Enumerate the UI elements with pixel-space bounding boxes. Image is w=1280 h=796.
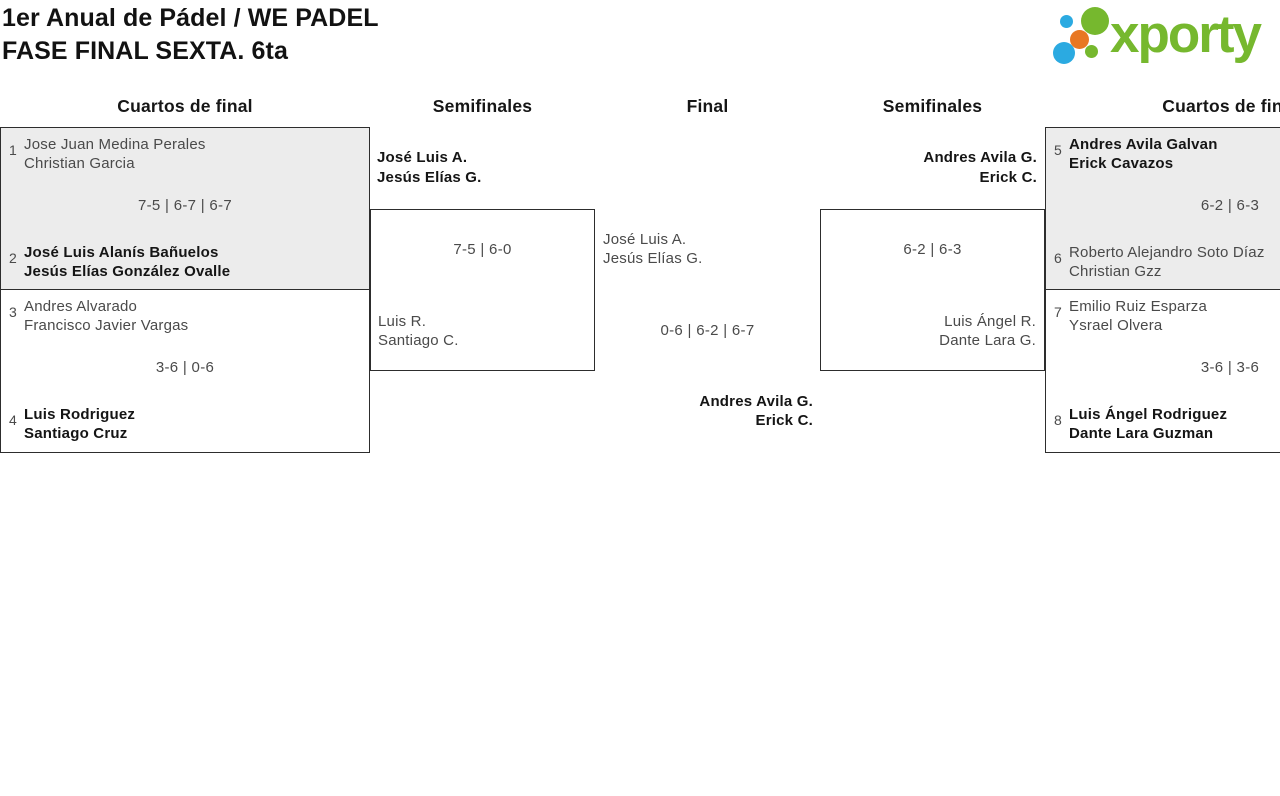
player-name: Andres Avila G. (923, 149, 1037, 166)
team-name: José Luis Alanís Bañuelos Jesús Elías Go… (24, 243, 230, 281)
player-name: Emilio Ruiz Esparza (1069, 298, 1208, 315)
seed-number: 6 (1054, 250, 1062, 266)
player-name: Jesús Elías G. (603, 250, 703, 267)
player-name: Roberto Alejandro Soto Díaz (1069, 244, 1265, 261)
match-box-qf-1[interactable]: 1 Jose Juan Medina Perales Christian Gar… (0, 127, 370, 290)
finalist-team-right: Andres Avila G. Erick C. (593, 392, 813, 430)
match-box-qf-2[interactable]: 3 Andres Alvarado Francisco Javier Varga… (0, 289, 370, 453)
seed-number: 7 (1054, 304, 1062, 320)
match-score: 6-2 | 6-3 (903, 241, 962, 258)
seed-number: 2 (9, 250, 17, 266)
player-name: Erick C. (755, 412, 813, 429)
player-name: Santiago C. (378, 332, 459, 349)
player-name: Dante Lara Guzman (1069, 425, 1214, 442)
player-name: José Luis A. (377, 149, 468, 166)
team-name: Luis Rodriguez Santiago Cruz (24, 405, 135, 443)
team-name: Emilio Ruiz Esparza Ysrael Olvera (1069, 297, 1207, 335)
match-box-qf-3[interactable]: 5 Andres Avila Galvan Erick Cavazos 6-2 … (1045, 127, 1280, 290)
column-header-semifinals-right: Semifinales (882, 96, 983, 116)
match-box-sf-left[interactable]: 7-5 | 6-0 Luis R. Santiago C. (370, 209, 595, 371)
match-box-sf-right[interactable]: 6-2 | 6-3 Luis Ángel R. Dante Lara G. (820, 209, 1045, 371)
column-header-quarterfinals-left: Cuartos de final (117, 96, 253, 116)
final-score: 0-6 | 6-2 | 6-7 (660, 322, 755, 339)
logo-dot-orange (1070, 30, 1089, 49)
seed-number: 3 (9, 304, 17, 320)
seed-number: 5 (1054, 142, 1062, 158)
column-header-semifinals-left: Semifinales (432, 96, 533, 116)
column-header-final: Final (686, 96, 729, 116)
match-score: 6-2 | 6-3 (1200, 197, 1260, 214)
team-name: Luis R. Santiago C. (378, 312, 459, 350)
player-name: Francisco Javier Vargas (24, 317, 189, 334)
player-name: Christian Garcia (24, 155, 135, 172)
logo-dot-green-small (1085, 45, 1098, 58)
player-name: Santiago Cruz (24, 425, 128, 442)
player-name: Christian Gzz (1069, 263, 1162, 280)
match-box-qf-4[interactable]: 7 Emilio Ruiz Esparza Ysrael Olvera 3-6 … (1045, 289, 1280, 453)
player-name: Luis Ángel Rodriguez (1069, 406, 1228, 423)
team-name: Luis Ángel R. Dante Lara G. (939, 312, 1036, 350)
team-name: Andres Avila Galvan Erick Cavazos (1069, 135, 1218, 173)
finalist-team-left: José Luis A. Jesús Elías G. (603, 230, 703, 268)
player-name: Andres Avila G. (699, 393, 813, 410)
player-name: Jesús Elías González Ovalle (24, 263, 231, 280)
seed-number: 4 (9, 412, 17, 428)
player-name: Erick Cavazos (1069, 155, 1174, 172)
player-name: Luis Rodriguez (24, 406, 136, 423)
semifinal-left-advancing-team: José Luis A. Jesús Elías G. (377, 148, 482, 187)
player-name: Erick C. (979, 168, 1037, 186)
team-name: Jose Juan Medina Perales Christian Garci… (24, 135, 206, 173)
match-score: 3-6 | 3-6 (1200, 359, 1260, 376)
player-name: Dante Lara G. (939, 332, 1036, 349)
team-name: Luis Ángel Rodriguez Dante Lara Guzman (1069, 405, 1227, 443)
tournament-title: 1er Anual de Pádel / WE PADEL FASE FINAL… (2, 2, 379, 68)
match-score: 7-5 | 6-0 (453, 241, 512, 258)
logo-dot-green-large (1081, 7, 1109, 35)
team-name: Andres Alvarado Francisco Javier Vargas (24, 297, 188, 335)
tournament-title-line2: FASE FINAL SEXTA. 6ta (2, 37, 288, 65)
logo-wordmark: xporty (1110, 5, 1262, 64)
player-name: Ysrael Olvera (1069, 317, 1163, 334)
player-name: Andres Avila Galvan (1069, 136, 1218, 153)
logo-dot-blue-large (1053, 42, 1075, 64)
column-header-quarterfinals-right: Cuartos de final (1162, 96, 1280, 116)
match-score: 7-5 | 6-7 | 6-7 (137, 197, 232, 214)
player-name: Jesús Elías G. (377, 168, 482, 186)
semifinal-right-advancing-team: Andres Avila G. Erick C. (817, 148, 1037, 187)
player-name: Luis R. (378, 313, 427, 330)
match-score: 3-6 | 0-6 (155, 359, 215, 376)
player-name: Andres Alvarado (24, 298, 138, 315)
seed-number: 1 (9, 142, 17, 158)
seed-number: 8 (1054, 412, 1062, 428)
player-name: Jose Juan Medina Perales (24, 136, 206, 153)
player-name: José Luis A. (603, 231, 687, 248)
team-name: Roberto Alejandro Soto Díaz Christian Gz… (1069, 243, 1265, 281)
tournament-title-line1: 1er Anual de Pádel / WE PADEL (2, 4, 379, 32)
player-name: José Luis Alanís Bañuelos (24, 244, 219, 261)
player-name: Luis Ángel R. (944, 313, 1036, 330)
logo-dot-blue-small (1060, 15, 1073, 28)
